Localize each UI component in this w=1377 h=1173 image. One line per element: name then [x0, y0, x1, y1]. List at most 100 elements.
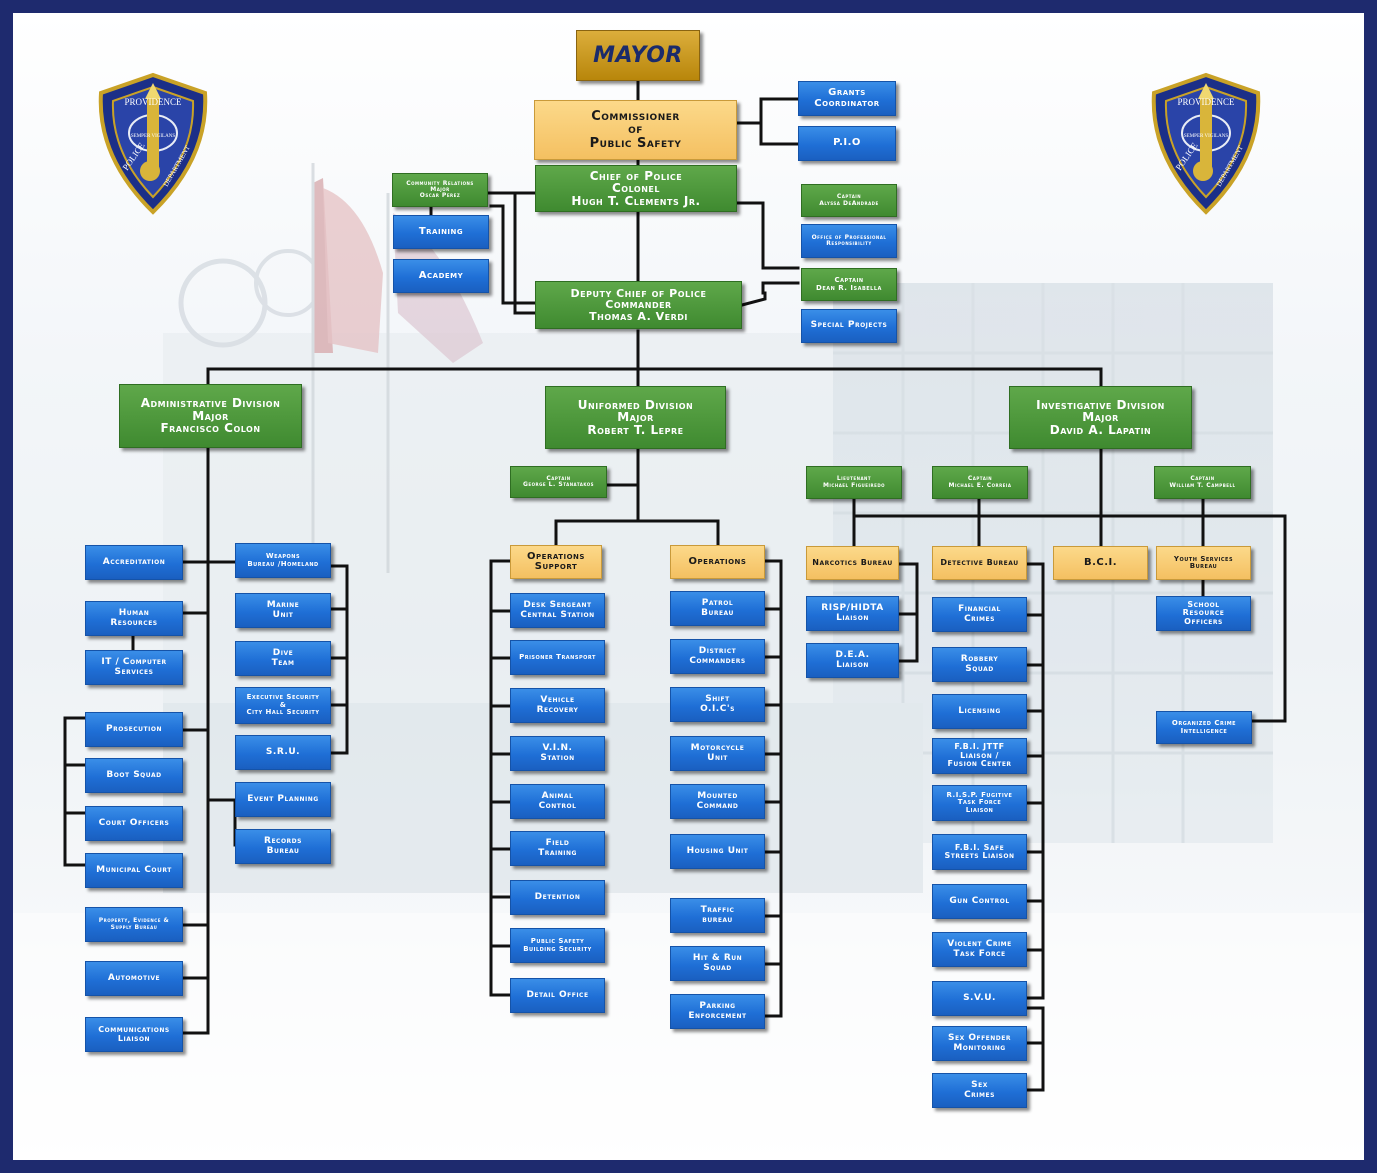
box-label-line: Property, Evidence &	[98, 917, 170, 925]
box-label-line: Control	[538, 800, 577, 811]
box-label-line: Prisoner Transport	[519, 652, 596, 661]
prisoner-transport-box: Prisoner Transport	[510, 640, 605, 675]
police-badge-left-icon: PROVIDENCE POLICE DEPARTMENT SEMPER VIGI…	[98, 72, 208, 215]
box-label-line: Court Officers	[98, 817, 170, 828]
accreditation-box: Accreditation	[85, 545, 183, 580]
property-evidence-box: Property, Evidence &Supply Bureau	[85, 907, 183, 942]
box-label-line: Central Station	[520, 609, 595, 620]
box-label-line: Communications	[98, 1025, 170, 1035]
box-label-line: Weapons	[265, 552, 301, 561]
box-label-line: Major	[192, 408, 229, 423]
box-label-line: Detail Office	[526, 989, 589, 1000]
box-label-line: Captain	[967, 475, 993, 483]
box-label-line: S.V.U.	[963, 992, 996, 1003]
box-label-line: Organized Crime	[1171, 719, 1237, 728]
box-label-line: Operations	[527, 550, 585, 562]
box-label-line: Liaison	[836, 612, 869, 623]
box-label-line: Fusion Center	[947, 759, 1012, 769]
box-label-line: Captain	[836, 193, 862, 201]
box-label-line: Sex	[971, 1080, 988, 1091]
box-label-line: Financial	[958, 604, 1001, 615]
box-label-line: Robert T. Lepre	[587, 422, 684, 437]
box-label-line: Michael Figueiredo	[822, 481, 886, 489]
box-label-line: Hit & Run	[692, 953, 743, 964]
box-label-line: Major	[617, 410, 654, 425]
box-label-line: Captain	[546, 474, 571, 482]
badge-top-text: PROVIDENCE	[1177, 97, 1235, 107]
box-label-line: Administrative Division	[140, 396, 281, 411]
box-label-line: Boot Squad	[106, 769, 162, 780]
mayor-box: MAYOR	[576, 30, 700, 81]
box-label-line: Task Force	[957, 798, 1002, 807]
detective-bureau-box: Detective Bureau	[932, 546, 1027, 580]
box-label-line: Bureau /Homeland	[247, 559, 319, 568]
box-label-line: Colonel	[612, 181, 660, 196]
executive-security-box: Executive Security&City Hall Security	[235, 687, 331, 724]
box-label-line: Crimes	[964, 1089, 995, 1100]
box-label-line: David A. Lapatin	[1049, 422, 1152, 437]
box-label-line: F.B.I. Safe	[954, 842, 1005, 852]
box-label-line: Robbery	[960, 654, 999, 665]
box-label-line: Training	[538, 847, 577, 858]
box-label-line: IT / Computer	[101, 657, 167, 668]
box-label-line: Liaison	[117, 1033, 151, 1043]
box-label-line: Shift	[705, 694, 730, 705]
court-officers-box: Court Officers	[85, 806, 183, 841]
municipal-court-box: Municipal Court	[85, 853, 183, 888]
box-label-line: Special Projects	[810, 320, 888, 331]
box-label-line: Deputy Chief of Police	[570, 286, 707, 300]
automotive-box: Automotive	[85, 961, 183, 996]
police-badge-right-icon: PROVIDENCE POLICE DEPARTMENT SEMPER VIGI…	[1151, 72, 1261, 215]
box-label-line: Unit	[272, 609, 294, 620]
box-label-line: City Hall Security	[246, 708, 320, 717]
licensing-box: Licensing	[932, 694, 1027, 729]
box-label-line: F.B.I. JTTF	[954, 742, 1005, 752]
box-label-line: Human	[118, 608, 150, 619]
box-label-line: Resource	[1182, 608, 1225, 618]
box-label-line: Enforcement	[688, 1010, 747, 1021]
box-label-line: R.I.S.P. Fugitive	[946, 790, 1013, 799]
pio-box: P.I.O	[798, 126, 896, 161]
box-label-line: Prosecution	[106, 723, 162, 734]
box-label-line: Motorcycle	[690, 743, 745, 754]
prosecution-box: Prosecution	[85, 712, 183, 747]
box-label-line: Public Safety	[589, 135, 682, 151]
box-label-line: &	[279, 700, 287, 709]
operations-box: Operations	[670, 545, 765, 579]
box-label-line: Oscar Perez	[419, 192, 461, 200]
box-label-line: Public Safety	[530, 937, 585, 946]
box-label-line: Housing Unit	[686, 845, 749, 856]
box-label-line: Detective Bureau	[940, 557, 1019, 567]
boot-squad-box: Boot Squad	[85, 758, 183, 793]
box-label-line: Task Force	[953, 948, 1006, 959]
box-label-line: Thomas A. Verdi	[589, 309, 688, 323]
box-label-line: Station	[540, 752, 575, 763]
box-label-line: Grants	[828, 87, 866, 98]
box-label-line: Field	[545, 838, 570, 849]
box-label-line: Municipal Court	[96, 864, 172, 875]
box-label-line: Dean R. Isabella	[816, 283, 882, 292]
box-label-line: S.R.U.	[265, 746, 301, 757]
box-label-line: Traffic	[700, 905, 735, 916]
